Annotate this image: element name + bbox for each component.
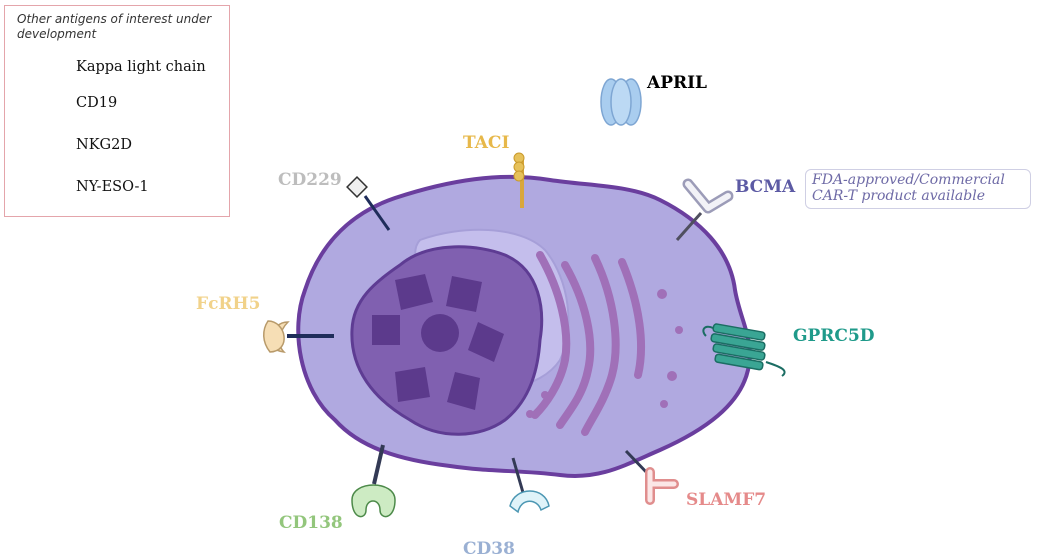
taci-label: TACI bbox=[463, 133, 509, 153]
cd229-label: CD229 bbox=[278, 170, 342, 190]
fda-approved-note: FDA-approved/Commercial CAR-T product av… bbox=[805, 169, 1031, 209]
cd229-icon bbox=[346, 176, 391, 231]
er-vesicles bbox=[526, 289, 683, 418]
cd38-icon bbox=[509, 457, 550, 514]
fcrh5-icon bbox=[263, 320, 334, 353]
cd138-icon bbox=[351, 444, 396, 518]
bcma-label: BCMA bbox=[735, 177, 796, 197]
legend-label-kappa: Kappa light chain bbox=[76, 59, 206, 75]
fcrh5-label: FcRH5 bbox=[196, 294, 260, 314]
legend-label-ny-eso-1: NY-ESO-1 bbox=[76, 179, 149, 195]
slamf7-label: SLAMF7 bbox=[686, 490, 766, 510]
cd38-label: CD38 bbox=[463, 539, 515, 559]
endoplasmic-reticulum bbox=[531, 251, 646, 436]
legend-label-nkg2d: NKG2D bbox=[76, 137, 132, 153]
gprc5d-label: GPRC5D bbox=[793, 326, 875, 346]
slamf7-icon bbox=[624, 449, 679, 505]
nucleus-chromatin bbox=[372, 274, 504, 410]
legend-label-cd19: CD19 bbox=[76, 95, 118, 111]
taci-icon bbox=[513, 152, 525, 208]
legend-box: Other antigens of interest under develop… bbox=[4, 5, 230, 217]
april-icon bbox=[600, 78, 642, 126]
gprc5d-icon bbox=[702, 323, 786, 377]
cd138-label: CD138 bbox=[279, 513, 343, 533]
legend-title: Other antigens of interest under develop… bbox=[17, 12, 212, 41]
bcma-icon bbox=[675, 178, 734, 241]
april-label: APRIL bbox=[646, 73, 707, 93]
